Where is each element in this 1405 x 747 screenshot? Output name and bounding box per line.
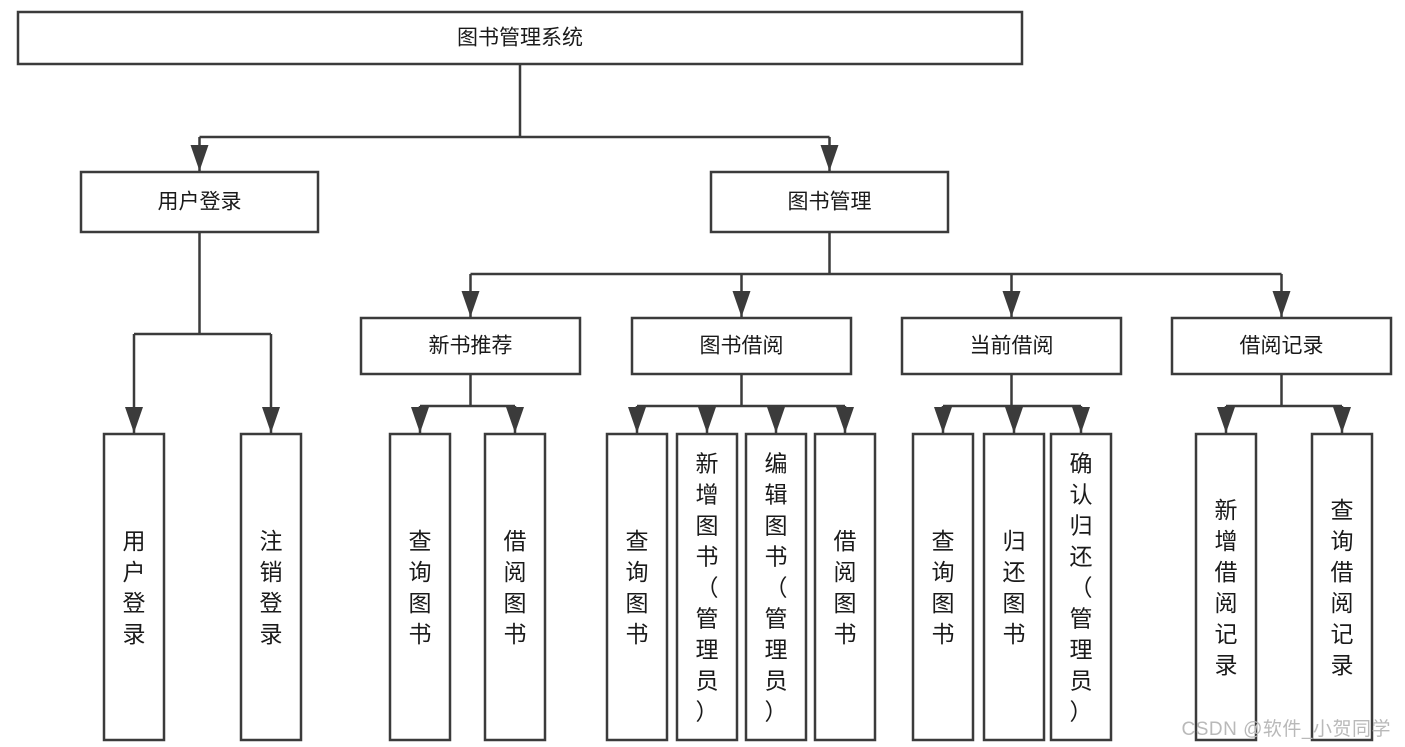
node-box-leaf-borrow-book-1 (483, 432, 547, 742)
node-label-user-login: 用户登录 (158, 191, 242, 214)
node-box-leaf-add-book-admin (675, 432, 739, 742)
arrow-head-leaf-confirm-return (1072, 407, 1090, 433)
arrow-head-leaf-borrow-book-2 (836, 407, 854, 433)
node-box-leaf-return-book (982, 432, 1046, 742)
node-label-root: 图书管理系统 (457, 27, 583, 50)
node-label-leaf-borrow-book-2: 借阅图书 (834, 528, 857, 647)
node-label-current-borrow: 当前借阅 (970, 335, 1054, 358)
node-label-book-manage: 图书管理 (788, 191, 872, 214)
node-leaf-logout-login[interactable]: 注销登录 (239, 432, 303, 742)
arrow-head-leaf-query-book-2 (628, 407, 646, 433)
node-borrow-record[interactable]: 借阅记录 (1170, 316, 1393, 376)
node-label-book-borrow: 图书借阅 (700, 335, 784, 358)
node-leaf-edit-book-admin[interactable]: 编辑图书（管理员） (744, 432, 808, 742)
arrow-head-leaf-query-book-1 (411, 407, 429, 433)
node-label-leaf-return-book: 归还图书 (1003, 528, 1026, 647)
node-box-leaf-query-book-3 (911, 432, 975, 742)
node-leaf-confirm-return[interactable]: 确认归还（管理员） (1049, 432, 1113, 742)
arrow-head-book-manage (820, 145, 839, 171)
node-label-leaf-query-borrow-record: 查询借阅记录 (1331, 497, 1354, 678)
node-label-leaf-confirm-return: 确认归还（管理员） (1070, 451, 1093, 725)
node-leaf-borrow-book-1[interactable]: 借阅图书 (483, 432, 547, 742)
node-leaf-query-book-3[interactable]: 查询图书 (911, 432, 975, 742)
node-book-borrow[interactable]: 图书借阅 (630, 316, 853, 376)
node-leaf-query-borrow-record[interactable]: 查询借阅记录 (1310, 432, 1374, 742)
node-leaf-query-book-2[interactable]: 查询图书 (605, 432, 669, 742)
node-label-borrow-record: 借阅记录 (1240, 335, 1324, 358)
node-box-borrow-record (1170, 316, 1393, 376)
arrow-head-user-login (190, 145, 209, 171)
node-leaf-return-book[interactable]: 归还图书 (982, 432, 1046, 742)
arrow-head-leaf-borrow-book-1 (506, 407, 524, 433)
arrow-head-leaf-add-borrow-record (1217, 407, 1235, 433)
node-box-leaf-confirm-return (1049, 432, 1113, 742)
node-leaf-query-book-1[interactable]: 查询图书 (388, 432, 452, 742)
watermark-text: CSDN @软件_小贺同学 (1181, 719, 1391, 740)
node-label-new-book-recommend: 新书推荐 (429, 335, 513, 358)
node-book-manage[interactable]: 图书管理 (709, 170, 950, 234)
node-user-login[interactable]: 用户登录 (79, 170, 320, 234)
node-box-leaf-borrow-book-2 (813, 432, 877, 742)
node-boxes: 图书管理系统用户登录图书管理新书推荐图书借阅当前借阅借阅记录用户登录注销登录查询… (16, 10, 1393, 742)
node-box-leaf-logout-login (239, 432, 303, 742)
node-box-book-borrow (630, 316, 853, 376)
arrow-head-leaf-query-borrow-record (1333, 407, 1351, 433)
node-label-leaf-user-login: 用户登录 (123, 528, 146, 647)
arrow-head-leaf-edit-book-admin (767, 407, 785, 433)
node-leaf-borrow-book-2[interactable]: 借阅图书 (813, 432, 877, 742)
arrow-head-leaf-logout-login (262, 407, 280, 433)
node-box-book-manage (709, 170, 950, 234)
arrow-head-book-borrow (732, 291, 751, 317)
arrow-head-leaf-return-book (1005, 407, 1023, 433)
node-box-root (16, 10, 1024, 66)
node-box-user-login (79, 170, 320, 234)
node-label-leaf-edit-book-admin: 编辑图书（管理员） (765, 451, 788, 725)
node-box-leaf-query-book-1 (388, 432, 452, 742)
node-current-borrow[interactable]: 当前借阅 (900, 316, 1123, 376)
node-box-leaf-user-login (102, 432, 166, 742)
node-label-leaf-query-book-2: 查询图书 (626, 528, 649, 647)
node-label-leaf-add-borrow-record: 新增借阅记录 (1215, 497, 1238, 678)
node-box-leaf-query-book-2 (605, 432, 669, 742)
node-box-leaf-edit-book-admin (744, 432, 808, 742)
node-new-book-recommend[interactable]: 新书推荐 (359, 316, 582, 376)
node-box-new-book-recommend (359, 316, 582, 376)
node-label-leaf-logout-login: 注销登录 (260, 528, 283, 647)
node-label-leaf-borrow-book-1: 借阅图书 (504, 528, 527, 647)
arrow-head-leaf-add-book-admin (698, 407, 716, 433)
arrow-head-leaf-query-book-3 (934, 407, 952, 433)
arrow-head-borrow-record (1272, 291, 1291, 317)
node-box-current-borrow (900, 316, 1123, 376)
arrow-head-new-book-recommend (461, 291, 480, 317)
node-leaf-add-borrow-record[interactable]: 新增借阅记录 (1194, 432, 1258, 742)
node-label-leaf-add-book-admin: 新增图书（管理员） (696, 451, 719, 725)
node-leaf-add-book-admin[interactable]: 新增图书（管理员） (675, 432, 739, 742)
node-label-leaf-query-book-3: 查询图书 (932, 528, 955, 647)
arrow-head-current-borrow (1002, 291, 1021, 317)
node-leaf-user-login[interactable]: 用户登录 (102, 432, 166, 742)
connector-lines (125, 64, 1351, 433)
arrow-head-leaf-user-login (125, 407, 143, 433)
node-box-leaf-query-borrow-record (1310, 432, 1374, 742)
node-box-leaf-add-borrow-record (1194, 432, 1258, 742)
node-label-leaf-query-book-1: 查询图书 (409, 528, 432, 647)
node-root[interactable]: 图书管理系统 (16, 10, 1024, 66)
